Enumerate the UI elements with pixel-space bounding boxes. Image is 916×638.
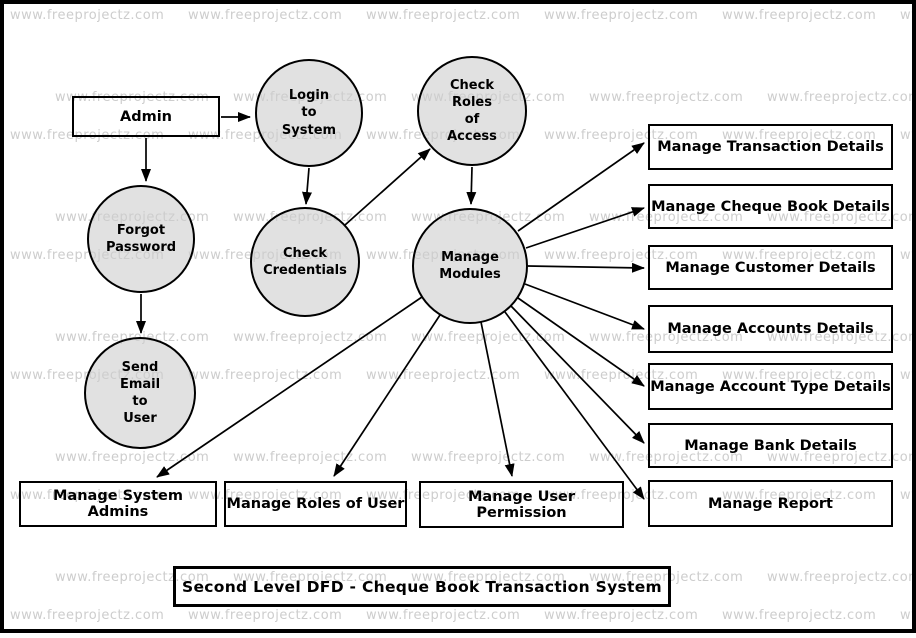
box-label: Manage Bank Details	[684, 437, 857, 454]
box-manage-transaction-details: Manage Transaction Details	[648, 124, 893, 170]
process-login-to-system: Login to System	[255, 59, 363, 167]
arrow-mm-to-bank-details	[510, 305, 645, 444]
box-label: Manage Report	[707, 495, 833, 512]
arrow-mm-to-accounts-details	[524, 283, 645, 330]
process-label-line: to	[132, 394, 148, 409]
box-manage-report: Manage Report	[648, 480, 893, 527]
process-label-line: Access	[447, 129, 497, 145]
process-label-line: Email	[119, 376, 161, 392]
box-label: Manage Transaction Details	[657, 139, 884, 155]
arrow-login-to-check-credentials	[302, 167, 312, 205]
arrow-mm-to-report	[504, 311, 645, 500]
box-label: Manage Account Type Details	[650, 378, 891, 395]
box-label: Manage User Permission	[468, 488, 575, 521]
process-label-line: Check	[283, 245, 327, 261]
arrow-mm-to-system-admins	[156, 296, 423, 478]
process-check-roles-of-access: Check Roles of Access	[417, 56, 527, 166]
process-label-line: Forgot	[116, 222, 166, 238]
box-label: Manage Customer Details	[665, 259, 876, 276]
process-label-line: Roles	[452, 94, 492, 110]
process-send-email-to-user: Send Email to User	[84, 337, 196, 449]
process-label-line: Login	[288, 88, 330, 104]
box-label: Manage Roles of User	[226, 496, 405, 512]
diagram-title-label: Second Level DFD - Cheque Book Transacti…	[181, 577, 663, 596]
process-label-line: System	[281, 122, 337, 138]
box-manage-accounts-details: Manage Accounts Details	[648, 305, 893, 353]
box-label: Manage System Admins	[53, 488, 183, 520]
box-manage-user-permission: Manage User Permission	[419, 481, 624, 528]
process-label-line: Password	[105, 240, 177, 255]
box-manage-customer-details: Manage Customer Details	[648, 245, 893, 290]
arrow-mm-to-transaction-details	[517, 142, 645, 232]
process-manage-modules: Manage Modules	[412, 208, 528, 324]
arrow-mm-to-user-permission	[480, 321, 515, 477]
process-label-line: Send	[121, 359, 159, 375]
process-label-line: Check	[450, 77, 494, 93]
box-manage-cheque-book-details: Manage Cheque Book Details	[648, 184, 893, 229]
box-manage-account-type-details: Manage Account Type Details	[648, 363, 893, 410]
box-manage-system-admins: Manage System Admins	[19, 481, 217, 527]
box-label: Manage Accounts Details	[667, 321, 874, 337]
entity-admin: Admin	[72, 96, 220, 137]
process-label-line: User	[123, 411, 157, 427]
box-manage-roles-of-user: Manage Roles of User	[224, 481, 407, 527]
arrow-mm-to-customer-details	[527, 262, 645, 273]
entity-admin-label: Admin	[119, 108, 172, 125]
box-manage-bank-details: Manage Bank Details	[648, 423, 893, 468]
process-label-line: to	[301, 105, 317, 121]
process-label-line: Credentials	[263, 263, 347, 278]
process-check-credentials: Check Credentials	[250, 207, 360, 317]
process-label-line: of	[464, 112, 480, 127]
arrow-mm-to-account-type-details	[517, 297, 645, 387]
arrow-mm-to-cheque-book-details	[525, 207, 645, 249]
arrow-check-roles-to-manage-modules	[466, 166, 477, 205]
arrow-check-credentials-to-check-roles	[344, 148, 431, 226]
process-label-line: Modules	[439, 267, 501, 282]
process-forgot-password: Forgot Password	[87, 185, 195, 293]
process-label-line: Manage	[441, 249, 499, 265]
arrow-mm-to-roles-of-user	[333, 314, 441, 477]
box-label: Manage Cheque Book Details	[651, 198, 890, 215]
diagram-title: Second Level DFD - Cheque Book Transacti…	[173, 566, 671, 607]
